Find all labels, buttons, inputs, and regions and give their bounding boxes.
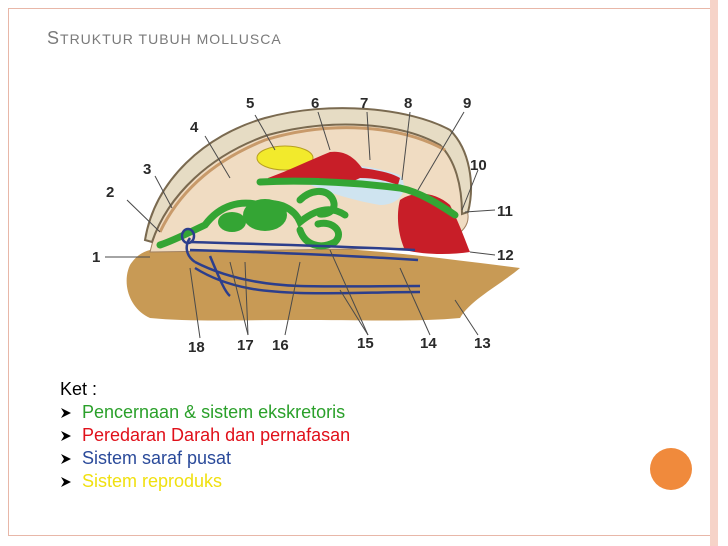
legend-heading: Ket : xyxy=(60,379,98,399)
legend-item: Peredaran Darah dan pernafasan xyxy=(60,424,350,447)
arrow-bullet-icon xyxy=(61,453,71,464)
legend-item: Sistem saraf pusat xyxy=(60,447,350,470)
title-initial: S xyxy=(47,28,61,48)
legend-item-reproductive: Sistem reproduks xyxy=(82,471,223,491)
label-18: 18 xyxy=(188,339,205,356)
legend-item: Pencernaan & sistem ekskretoris xyxy=(60,401,350,424)
label-17: 17 xyxy=(237,337,254,354)
foot xyxy=(126,247,520,321)
slide-title: STRUKTUR TUBUH MOLLUSCA xyxy=(47,28,282,49)
label-6: 6 xyxy=(311,95,319,112)
right-decor-band xyxy=(710,0,718,546)
label-12: 12 xyxy=(497,247,514,264)
gonad xyxy=(256,145,314,171)
label-9: 9 xyxy=(463,95,471,112)
digestive-gland xyxy=(243,199,287,231)
label-7: 7 xyxy=(360,95,368,112)
legend-item-circulatory: Peredaran Darah dan pernafasan xyxy=(82,425,351,445)
label-2: 2 xyxy=(106,184,114,201)
label-11: 11 xyxy=(497,203,513,220)
nervous-system xyxy=(180,227,421,297)
heart-vessel xyxy=(268,151,400,185)
label-5: 5 xyxy=(246,95,254,112)
arrow-bullet-icon xyxy=(61,430,71,441)
label-16: 16 xyxy=(272,337,289,354)
label-3: 3 xyxy=(143,161,151,178)
label-1: 1 xyxy=(92,249,100,266)
legend-item: Sistem reproduks xyxy=(60,470,350,493)
label-10: 10 xyxy=(470,157,487,174)
shell xyxy=(143,107,472,244)
title-rest: TRUKTUR TUBUH MOLLUSCA xyxy=(60,31,282,47)
legend-item-nervous: Sistem saraf pusat xyxy=(82,448,232,468)
label-13: 13 xyxy=(474,335,491,352)
legend: Ket : Pencernaan & sistem ekskretoris Pe… xyxy=(60,378,350,493)
label-14: 14 xyxy=(420,335,437,352)
decorative-circle xyxy=(650,448,692,490)
stomach xyxy=(218,212,246,232)
label-4: 4 xyxy=(190,119,199,136)
mantle-line xyxy=(158,126,446,233)
label-15: 15 xyxy=(357,335,374,352)
leader-lines xyxy=(105,111,496,339)
heart xyxy=(397,193,470,255)
arrow-bullet-icon xyxy=(61,407,71,418)
label-8: 8 xyxy=(404,95,412,112)
legend-item-digestive: Pencernaan & sistem ekskretoris xyxy=(82,402,346,422)
arrow-bullet-icon xyxy=(61,476,71,487)
